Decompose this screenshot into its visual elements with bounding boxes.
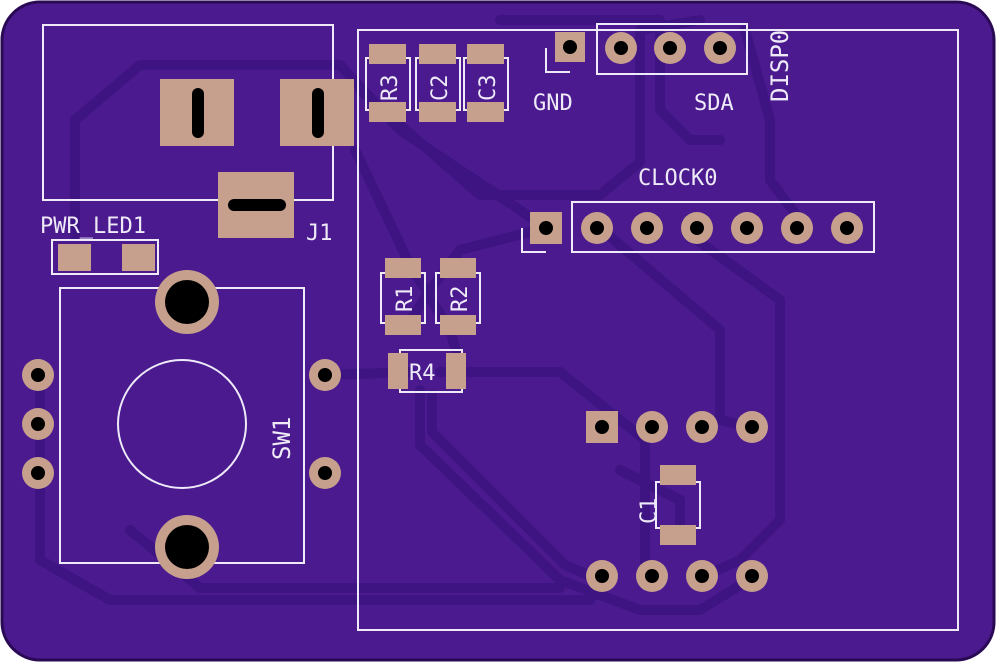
sw1-mount-drill-bottom <box>165 525 209 569</box>
c3-label: C3 <box>476 75 501 102</box>
sw1-pins-right <box>309 359 341 489</box>
disp0-pin1-marker <box>545 48 570 73</box>
c2-label: C2 <box>428 75 453 102</box>
r1-resistor: R1 <box>380 258 426 335</box>
sw1-mount-drill-top <box>165 280 209 324</box>
r4-resistor: R4 <box>388 349 466 393</box>
c2-capacitor: C2 <box>415 44 461 122</box>
pwr-led1-label: PWR_LED1 <box>40 214 146 239</box>
c3-capacitor: C3 <box>463 44 509 122</box>
clock0-label: CLOCK0 <box>638 166 717 191</box>
ic-pins-bottom <box>586 560 768 592</box>
r2-resistor: R2 <box>435 258 481 335</box>
disp0-outline <box>596 23 748 75</box>
r4-label: R4 <box>409 361 436 386</box>
pwr-led1-pad-2 <box>122 244 155 271</box>
pwr-led1-outline <box>51 239 159 275</box>
clock0-outline <box>571 201 875 253</box>
r3-resistor: R3 <box>365 44 411 122</box>
r2-label: R2 <box>448 286 473 313</box>
pwr-led1-pad-1 <box>58 244 91 271</box>
j1-pad-3-slot <box>228 199 286 211</box>
r3-label: R3 <box>378 75 403 102</box>
clock0-pin1-marker <box>521 228 546 253</box>
sw1-pins-left <box>22 359 54 489</box>
sda-label: SDA <box>694 91 734 116</box>
sw1-knob-outline <box>117 359 247 489</box>
c1-label: C1 <box>637 498 662 525</box>
sw1-label: SW1 <box>268 417 296 460</box>
c1-capacitor: C1 <box>637 465 701 545</box>
r1-label: R1 <box>393 286 418 313</box>
disp0-pins <box>605 32 736 64</box>
gnd-label: GND <box>533 91 573 116</box>
j1-pad-1-slot <box>192 88 204 138</box>
ic-pins-top <box>586 411 768 443</box>
disp0-label: DISP0 <box>766 30 794 102</box>
clock0-pins <box>581 212 863 244</box>
display-area-outline <box>357 29 959 631</box>
copper-traces <box>35 15 805 615</box>
j1-pad-2-slot <box>312 88 324 138</box>
j1-label: J1 <box>306 221 333 246</box>
